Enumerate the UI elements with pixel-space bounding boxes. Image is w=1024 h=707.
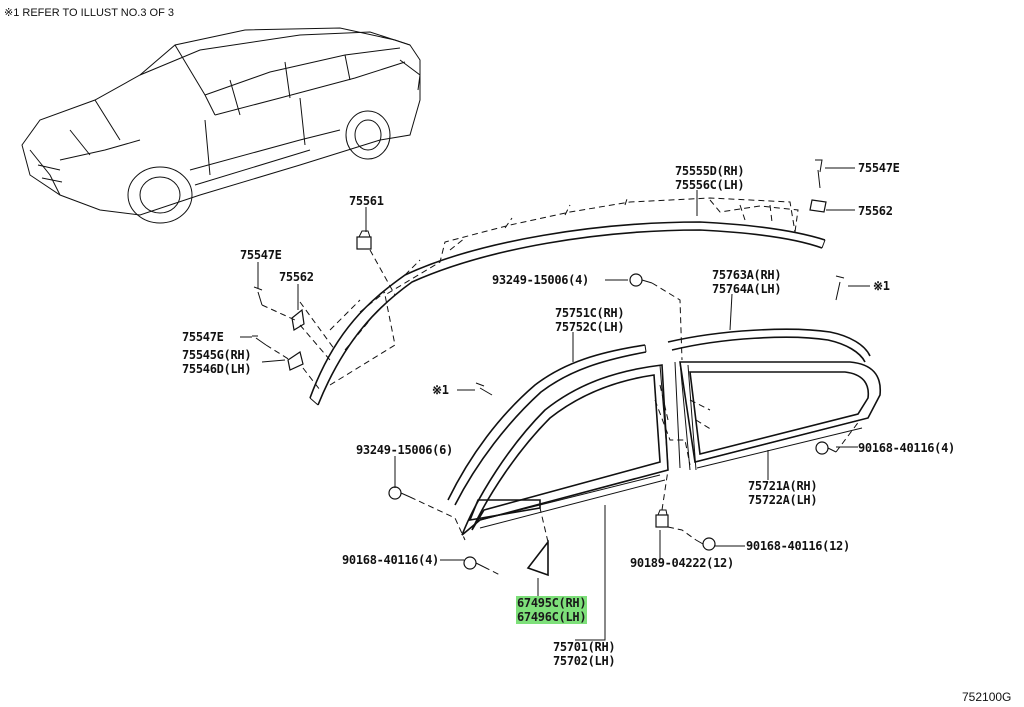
part-label-75545g[interactable]: 75545G(RH) bbox=[182, 348, 252, 362]
rear-door-frame bbox=[679, 361, 881, 471]
highlight-67495c: 67495C(RH) bbox=[516, 596, 588, 610]
part-label-90189-04222[interactable]: 90189-04222(12) bbox=[630, 556, 734, 570]
part-label-75547e-top[interactable]: 75547E bbox=[858, 161, 900, 175]
front-frame-molding bbox=[447, 344, 647, 506]
part-label-90168-40116-4-left[interactable]: 90168-40116(4) bbox=[342, 553, 439, 567]
part-label-67495c[interactable]: 67495C(RH) bbox=[516, 596, 588, 610]
rear-upper-molding bbox=[667, 328, 871, 363]
ref-mark-right: ※1 bbox=[873, 279, 890, 293]
part-label-75562-top[interactable]: 75562 bbox=[858, 204, 893, 218]
dashed-attach-lines bbox=[261, 249, 861, 576]
part-label-75763a[interactable]: 75763A(RH) bbox=[712, 268, 782, 282]
figure-id: 752100G bbox=[962, 690, 1012, 704]
part-label-75752c[interactable]: 75752C(LH) bbox=[555, 320, 625, 334]
corner-piece bbox=[468, 499, 549, 577]
part-label-90168-40116-4-right[interactable]: 90168-40116(4) bbox=[858, 441, 955, 455]
part-label-75556c[interactable]: 75556C(LH) bbox=[675, 178, 745, 192]
part-label-75547e-left[interactable]: 75547E bbox=[240, 248, 282, 262]
part-label-75702[interactable]: 75702(LH) bbox=[553, 654, 616, 668]
part-label-75562-left[interactable]: 75562 bbox=[279, 270, 314, 284]
part-label-90168-40116-12[interactable]: 90168-40116(12) bbox=[746, 539, 850, 553]
highlight-67496c: 67496C(LH) bbox=[516, 610, 588, 624]
part-label-75721a[interactable]: 75721A(RH) bbox=[748, 479, 818, 493]
part-label-75547e-mid[interactable]: 75547E bbox=[182, 330, 224, 344]
part-label-75751c[interactable]: 75751C(RH) bbox=[555, 306, 625, 320]
part-label-75561[interactable]: 75561 bbox=[349, 194, 384, 208]
part-label-75764a[interactable]: 75764A(LH) bbox=[712, 282, 782, 296]
part-label-75722a[interactable]: 75722A(LH) bbox=[748, 493, 818, 507]
part-label-75555d[interactable]: 75555D(RH) bbox=[675, 164, 745, 178]
front-door-frame bbox=[461, 361, 681, 536]
car-illustration bbox=[21, 27, 421, 224]
refer-note: ※1 REFER TO ILLUST NO.3 OF 3 bbox=[4, 7, 174, 19]
fasteners bbox=[252, 159, 845, 570]
roof-molding bbox=[299, 195, 826, 406]
part-label-75546d[interactable]: 75546D(LH) bbox=[182, 362, 252, 376]
leader-lines bbox=[240, 167, 870, 641]
ref-mark-left: ※1 bbox=[432, 383, 449, 397]
part-label-93249-15006-4[interactable]: 93249-15006(4) bbox=[492, 273, 589, 287]
part-label-67496c[interactable]: 67496C(LH) bbox=[516, 610, 588, 624]
part-label-93249-15006-6[interactable]: 93249-15006(6) bbox=[356, 443, 453, 457]
part-label-75701[interactable]: 75701(RH) bbox=[553, 640, 616, 654]
